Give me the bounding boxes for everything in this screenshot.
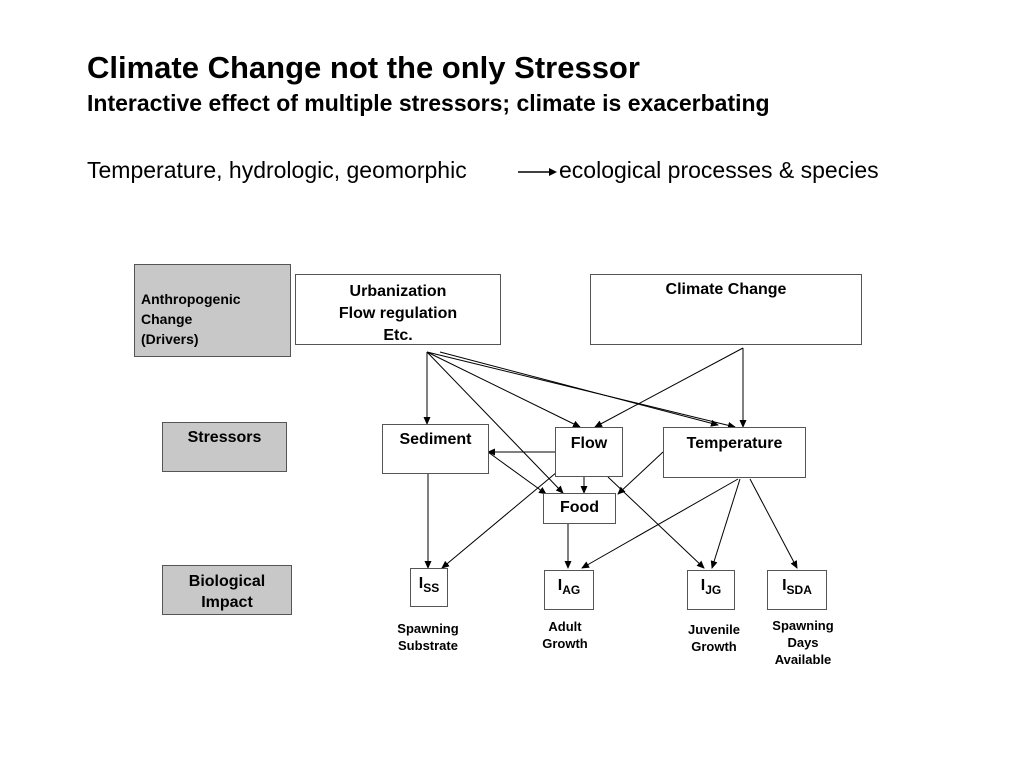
climate-change-label: Climate Change bbox=[665, 281, 787, 298]
urbanization-line-1: Urbanization bbox=[349, 283, 447, 300]
box-impact-jg: IJG bbox=[687, 570, 735, 610]
impact-sda-sub: SDA bbox=[786, 583, 812, 597]
caption-spawning-substrate: Spawning Substrate bbox=[383, 620, 473, 654]
caption-sda-line-1: Spawning bbox=[772, 618, 834, 633]
impact-ss-letter: I bbox=[418, 575, 424, 592]
box-sediment: Sediment bbox=[382, 424, 489, 474]
drivers-label-line-3: (Drivers) bbox=[141, 331, 199, 347]
stressors-label: Stressors bbox=[187, 429, 262, 446]
impact-jg-sub: JG bbox=[705, 583, 722, 597]
box-impact-ss: ISS bbox=[410, 568, 448, 607]
box-urbanization: Urbanization Flow regulation Etc. bbox=[295, 274, 501, 345]
caption-ag-line-2: Growth bbox=[542, 636, 588, 651]
arrow-flow-iss bbox=[441, 471, 558, 569]
box-impact-sda: ISDA bbox=[767, 570, 827, 610]
arrow-urban-flow bbox=[426, 351, 581, 428]
page-subtitle: Interactive effect of multiple stressors… bbox=[87, 90, 770, 116]
caption-spawning-days-available: Spawning Days Available bbox=[758, 617, 848, 668]
arrow-temperature-isda bbox=[749, 478, 798, 569]
process-line-left: Temperature, hydrologic, geomorphic bbox=[87, 157, 467, 183]
caption-ag-line-1: Adult bbox=[548, 619, 582, 634]
process-line-right: ecological processes & species bbox=[559, 157, 879, 183]
box-climate-change: Climate Change bbox=[590, 274, 862, 345]
caption-sda-line-3: Available bbox=[774, 652, 832, 667]
arrow-climate-flow bbox=[594, 347, 744, 428]
box-temperature: Temperature bbox=[663, 427, 806, 478]
row-label-stressors: Stressors bbox=[162, 422, 287, 472]
box-flow: Flow bbox=[555, 427, 623, 477]
sediment-label: Sediment bbox=[399, 431, 472, 448]
arrow-urban-temperature-2 bbox=[439, 351, 719, 427]
drivers-label-line-2: Change bbox=[141, 311, 193, 327]
food-label: Food bbox=[559, 499, 600, 516]
arrow-right-icon bbox=[518, 168, 557, 176]
caption-juvenile-growth: Juvenile Growth bbox=[672, 621, 756, 655]
caption-jg-line-1: Juvenile bbox=[687, 622, 741, 637]
arrow-sediment-food bbox=[487, 451, 547, 495]
flow-label: Flow bbox=[570, 435, 608, 452]
urbanization-line-2: Flow regulation bbox=[338, 305, 458, 322]
impact-label-line-2: Impact bbox=[201, 594, 253, 611]
caption-adult-growth: Adult Growth bbox=[525, 618, 605, 652]
caption-ss-line-1: Spawning bbox=[397, 621, 459, 636]
row-label-drivers: Anthropogenic Change (Drivers) bbox=[134, 264, 291, 357]
caption-ss-line-2: Substrate bbox=[398, 638, 458, 653]
box-impact-ag: IAG bbox=[544, 570, 594, 610]
arrow-temperature-iag bbox=[581, 478, 739, 569]
arrow-flow-ijg bbox=[607, 476, 705, 569]
box-food: Food bbox=[543, 493, 616, 524]
impact-sda-letter: I bbox=[782, 577, 787, 594]
arrow-temperature-ijg bbox=[710, 478, 741, 569]
caption-jg-line-2: Growth bbox=[691, 639, 737, 654]
caption-sda-line-2: Days bbox=[787, 635, 819, 650]
impact-jg-letter: I bbox=[700, 577, 706, 594]
arrow-urban-food bbox=[426, 351, 564, 494]
impact-ss-sub: SS bbox=[423, 581, 440, 595]
temperature-label: Temperature bbox=[686, 435, 783, 452]
urbanization-line-3: Etc. bbox=[383, 327, 413, 344]
drivers-label-line-1: Anthropogenic bbox=[141, 291, 241, 307]
page-title: Climate Change not the only Stressor bbox=[87, 50, 640, 85]
impact-ag-letter: I bbox=[557, 577, 563, 594]
row-label-impact: Biological Impact bbox=[162, 565, 292, 615]
arrow-temperature-food bbox=[617, 451, 664, 495]
impact-ag-sub: AG bbox=[562, 583, 581, 597]
impact-label-line-1: Biological bbox=[188, 573, 266, 590]
